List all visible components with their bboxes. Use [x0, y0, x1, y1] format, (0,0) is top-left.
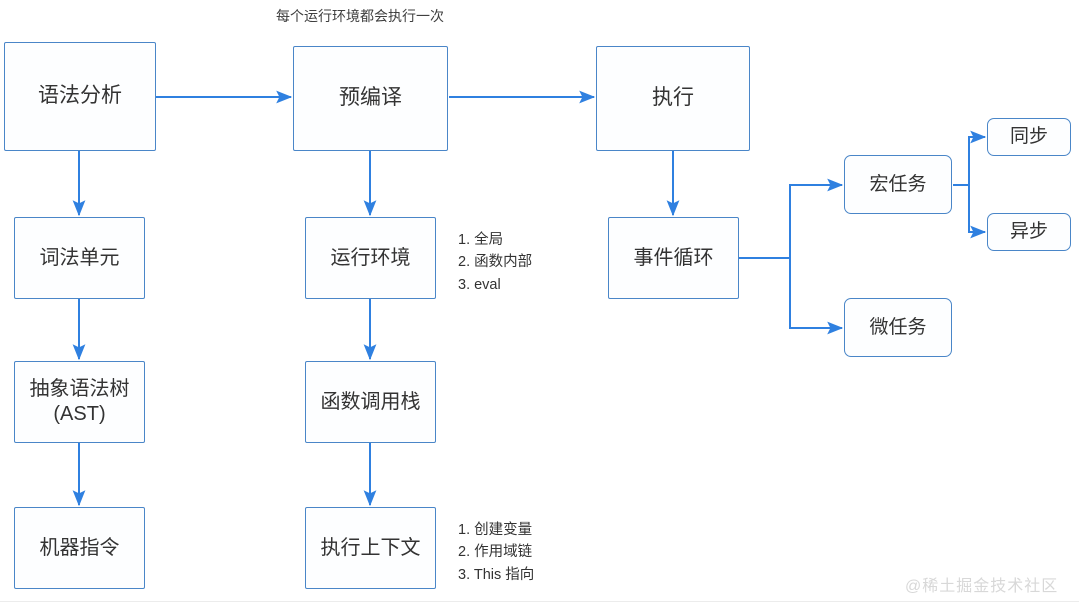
node-label: 异步	[1009, 221, 1048, 243]
annotation-line: 2. 作用域链	[458, 544, 533, 561]
diagram-caption: 每个运行环境都会执行一次	[276, 8, 444, 24]
node-execute[interactable]: 执行	[596, 46, 750, 151]
node-precompile[interactable]: 预编译	[293, 46, 448, 151]
node-exec-context[interactable]: 执行上下文	[305, 507, 436, 589]
node-label: 函数调用栈	[320, 390, 421, 413]
node-label: 运行环境	[330, 246, 411, 269]
node-label: 同步	[1009, 126, 1048, 148]
annotation-exec-context: 1. 创建变量 2. 作用域链 3. This 指向	[458, 519, 534, 586]
edge-eventloop-to-macro	[739, 178, 844, 259]
node-machine-code[interactable]: 机器指令	[14, 507, 145, 589]
node-label: 执行上下文	[320, 536, 421, 559]
node-event-loop[interactable]: 事件循环	[608, 217, 739, 299]
node-label: 微任务	[869, 316, 927, 338]
annotation-line: 1. 创建变量	[458, 522, 533, 538]
node-ast[interactable]: 抽象语法树 (AST)	[14, 361, 145, 443]
edge-macro-to-async	[968, 185, 987, 239]
node-call-stack[interactable]: 函数调用栈	[305, 361, 436, 443]
annotation-line: 3. This 指向	[458, 566, 535, 583]
node-label: 预编译	[339, 86, 402, 110]
annotation-runtime-env: 1. 全局 2. 函数内部 3. eval	[458, 229, 532, 296]
node-runtime-env[interactable]: 运行环境	[305, 217, 436, 299]
annotation-line: 1. 全局	[458, 232, 504, 248]
annotation-line: 2. 函数内部	[458, 254, 533, 271]
node-sync[interactable]: 同步	[987, 118, 1071, 156]
node-syntax-analysis[interactable]: 语法分析	[4, 42, 156, 151]
node-label: 语法分析	[38, 84, 122, 108]
node-async[interactable]: 异步	[987, 213, 1071, 251]
edge-eventloop-to-micro	[789, 258, 844, 335]
node-macro-task[interactable]: 宏任务	[844, 155, 952, 214]
node-label: 抽象语法树 (AST)	[29, 378, 130, 425]
node-label: 执行	[652, 86, 694, 110]
node-label: 机器指令	[39, 536, 120, 559]
annotation-line: 3. eval	[458, 276, 501, 293]
watermark: @稀土掘金技术社区	[905, 578, 1059, 595]
node-lexical-token[interactable]: 词法单元	[14, 217, 145, 299]
node-label: 宏任务	[869, 173, 927, 195]
node-label: 词法单元	[39, 246, 120, 269]
node-label: 事件循环	[633, 246, 714, 269]
edge-macro-to-sync	[953, 130, 987, 186]
node-micro-task[interactable]: 微任务	[844, 298, 952, 357]
